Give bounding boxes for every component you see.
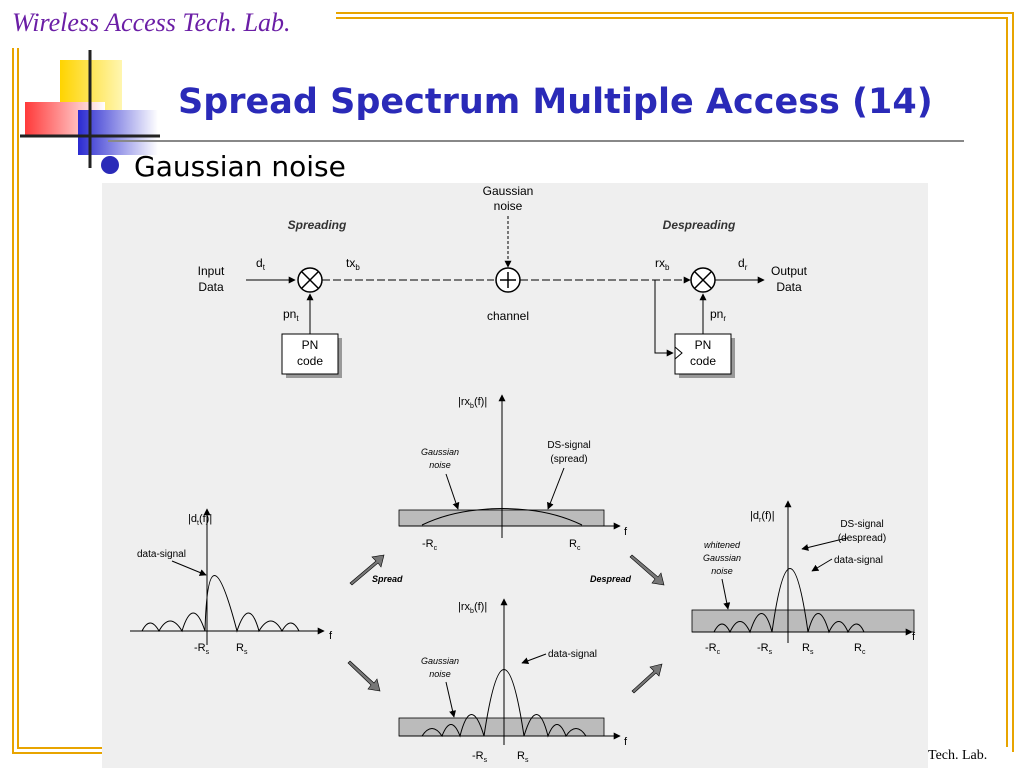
top-ds-line1: DS-signal: [547, 440, 590, 451]
spreading-heading: Spreading: [288, 218, 347, 232]
title-underline: [108, 140, 964, 142]
right-whitened-line3: noise: [711, 566, 733, 576]
right-ds-line1: DS-signal: [840, 519, 883, 530]
right-rs: Rs: [802, 642, 814, 656]
output-data-label-line1: Output: [771, 264, 808, 278]
pn-code-transmit-line2: code: [297, 354, 323, 368]
left-f-label: f: [329, 630, 333, 642]
bottom-minus-rs: -Rs: [472, 750, 488, 764]
top-gaussian-line2: noise: [429, 460, 451, 470]
sync-feedback-line: [654, 280, 674, 357]
bottom-rs: Rs: [517, 750, 529, 764]
diagram-svg: Gaussian noise Spreading Despreading Inp…: [130, 184, 916, 764]
frame-left-outer: [12, 48, 14, 752]
frame-right-inner: [1006, 17, 1008, 747]
frame-bottom-outer: [12, 752, 104, 754]
frame-top-inner: [336, 17, 1006, 19]
frame-top-outer: [336, 12, 1012, 14]
bottom-gaussian-line1: Gaussian: [421, 656, 459, 666]
right-despread-curve: [713, 568, 865, 634]
spread-spectrum-diagram: Gaussian noise Spreading Despreading Inp…: [102, 183, 928, 768]
bottom-f-label: f: [624, 736, 628, 748]
left-rs: Rs: [236, 642, 248, 656]
pnr-label: pnr: [710, 307, 726, 323]
output-data-label-line2: Data: [776, 280, 802, 294]
bottom-noise-band: [398, 717, 605, 737]
spread-arrow-icon: [349, 554, 385, 586]
right-data-signal-label: data-signal: [834, 555, 883, 566]
right-rc: Rc: [854, 642, 866, 656]
top-axis-label: |rxb(f)|: [458, 396, 487, 410]
dt-label: dt: [256, 256, 266, 272]
footer-lab-name: Tech. Lab.: [928, 748, 988, 763]
bottom-left-arrow-icon: [347, 660, 381, 692]
top-f-label: f: [624, 526, 628, 538]
pn-code-receive-line2: code: [690, 354, 716, 368]
frame-left-inner: [17, 48, 19, 747]
bottom-data-signal-label: data-signal: [548, 649, 597, 660]
right-axis-label: |dr(f)|: [750, 510, 775, 524]
brand-name: Wireless Access Tech. Lab.: [12, 8, 291, 37]
rxb-label: rxb: [655, 256, 670, 272]
bottom-right-arrow-icon: [631, 663, 663, 694]
pn-code-box-transmit: [281, 333, 339, 375]
left-data-signal-curve: [141, 575, 300, 633]
left-data-signal-label: data-signal: [137, 549, 186, 560]
right-f-label: f: [912, 631, 916, 643]
frame-right-outer: [1012, 12, 1014, 752]
right-ds-line2: (despread): [838, 533, 886, 544]
left-minus-rs: -Rs: [194, 642, 210, 656]
pn-code-transmit-line1: PN: [302, 338, 319, 352]
right-whitened-line1: whitened: [704, 540, 741, 550]
right-minus-rc: -Rc: [705, 642, 721, 656]
bullet-text: Gaussian noise: [134, 150, 346, 183]
pn-code-receive-line1: PN: [695, 338, 712, 352]
top-ds-line2: (spread): [550, 454, 587, 465]
top-minus-rc: -Rc: [422, 538, 438, 552]
input-data-label-line1: Input: [198, 264, 225, 278]
despread-label: Despread: [590, 574, 632, 584]
txb-label: txb: [346, 256, 360, 272]
dr-label: dr: [738, 256, 748, 272]
bottom-gaussian-line2: noise: [429, 669, 451, 679]
frame-bottom-inner: [17, 747, 104, 749]
input-data-label-line2: Data: [198, 280, 224, 294]
channel-label: channel: [487, 309, 529, 323]
bottom-axis-label: |rxb(f)|: [458, 601, 487, 615]
noise-label-line2: noise: [494, 199, 523, 213]
slide-title: Spread Spectrum Multiple Access (14): [178, 82, 933, 122]
right-whitened-line2: Gaussian: [703, 553, 741, 563]
top-gaussian-line1: Gaussian: [421, 447, 459, 457]
left-axis-label: |dt(f)|: [188, 513, 212, 527]
despreading-heading: Despreading: [663, 218, 736, 232]
noise-label-line1: Gaussian: [483, 184, 534, 198]
right-minus-rs: -Rs: [757, 642, 773, 656]
pnt-label: pnt: [283, 307, 299, 323]
right-noise-band: [691, 609, 915, 633]
spread-label: Spread: [372, 574, 403, 584]
bottom-data-signal-curve: [421, 669, 587, 738]
bullet-icon: [101, 156, 119, 174]
despread-arrow-icon: [629, 554, 665, 586]
decorative-logo-graphic: [20, 50, 160, 168]
top-rc: Rc: [569, 538, 581, 552]
